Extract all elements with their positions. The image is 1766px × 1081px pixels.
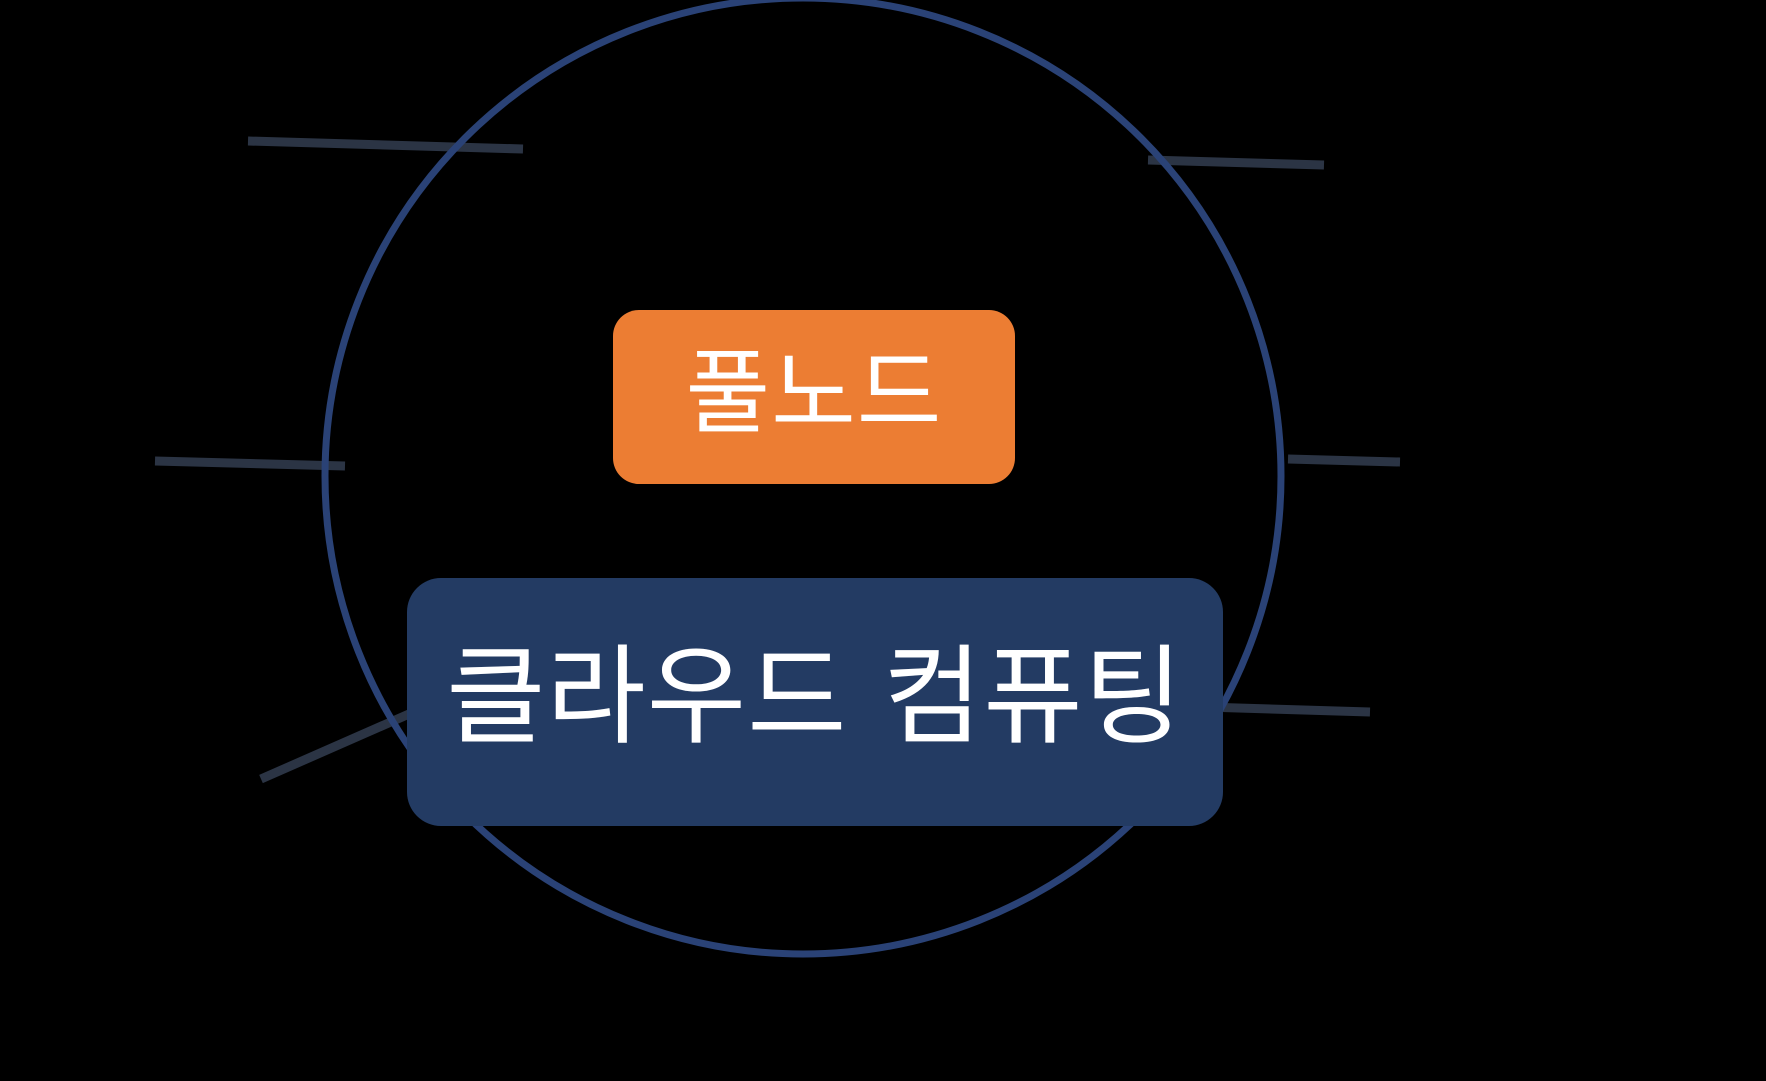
node-badge-fullnode-label: 풀노드 <box>685 340 943 447</box>
node-badge-cloud-computing[interactable]: 클라우드 컴퓨팅 <box>407 578 1223 826</box>
connector-mid-left-line <box>154 456 346 471</box>
connector-top-left-line <box>247 136 524 154</box>
connector-bottom-left-line <box>259 698 436 784</box>
node-badge-cloud-computing-label: 클라우드 컴퓨팅 <box>446 635 1184 760</box>
node-badge-fullnode[interactable]: 풀노드 <box>613 310 1015 484</box>
connector-mid-right-line <box>1287 454 1401 467</box>
outline-circle <box>321 0 1285 958</box>
connector-top-right-line <box>1147 155 1325 170</box>
